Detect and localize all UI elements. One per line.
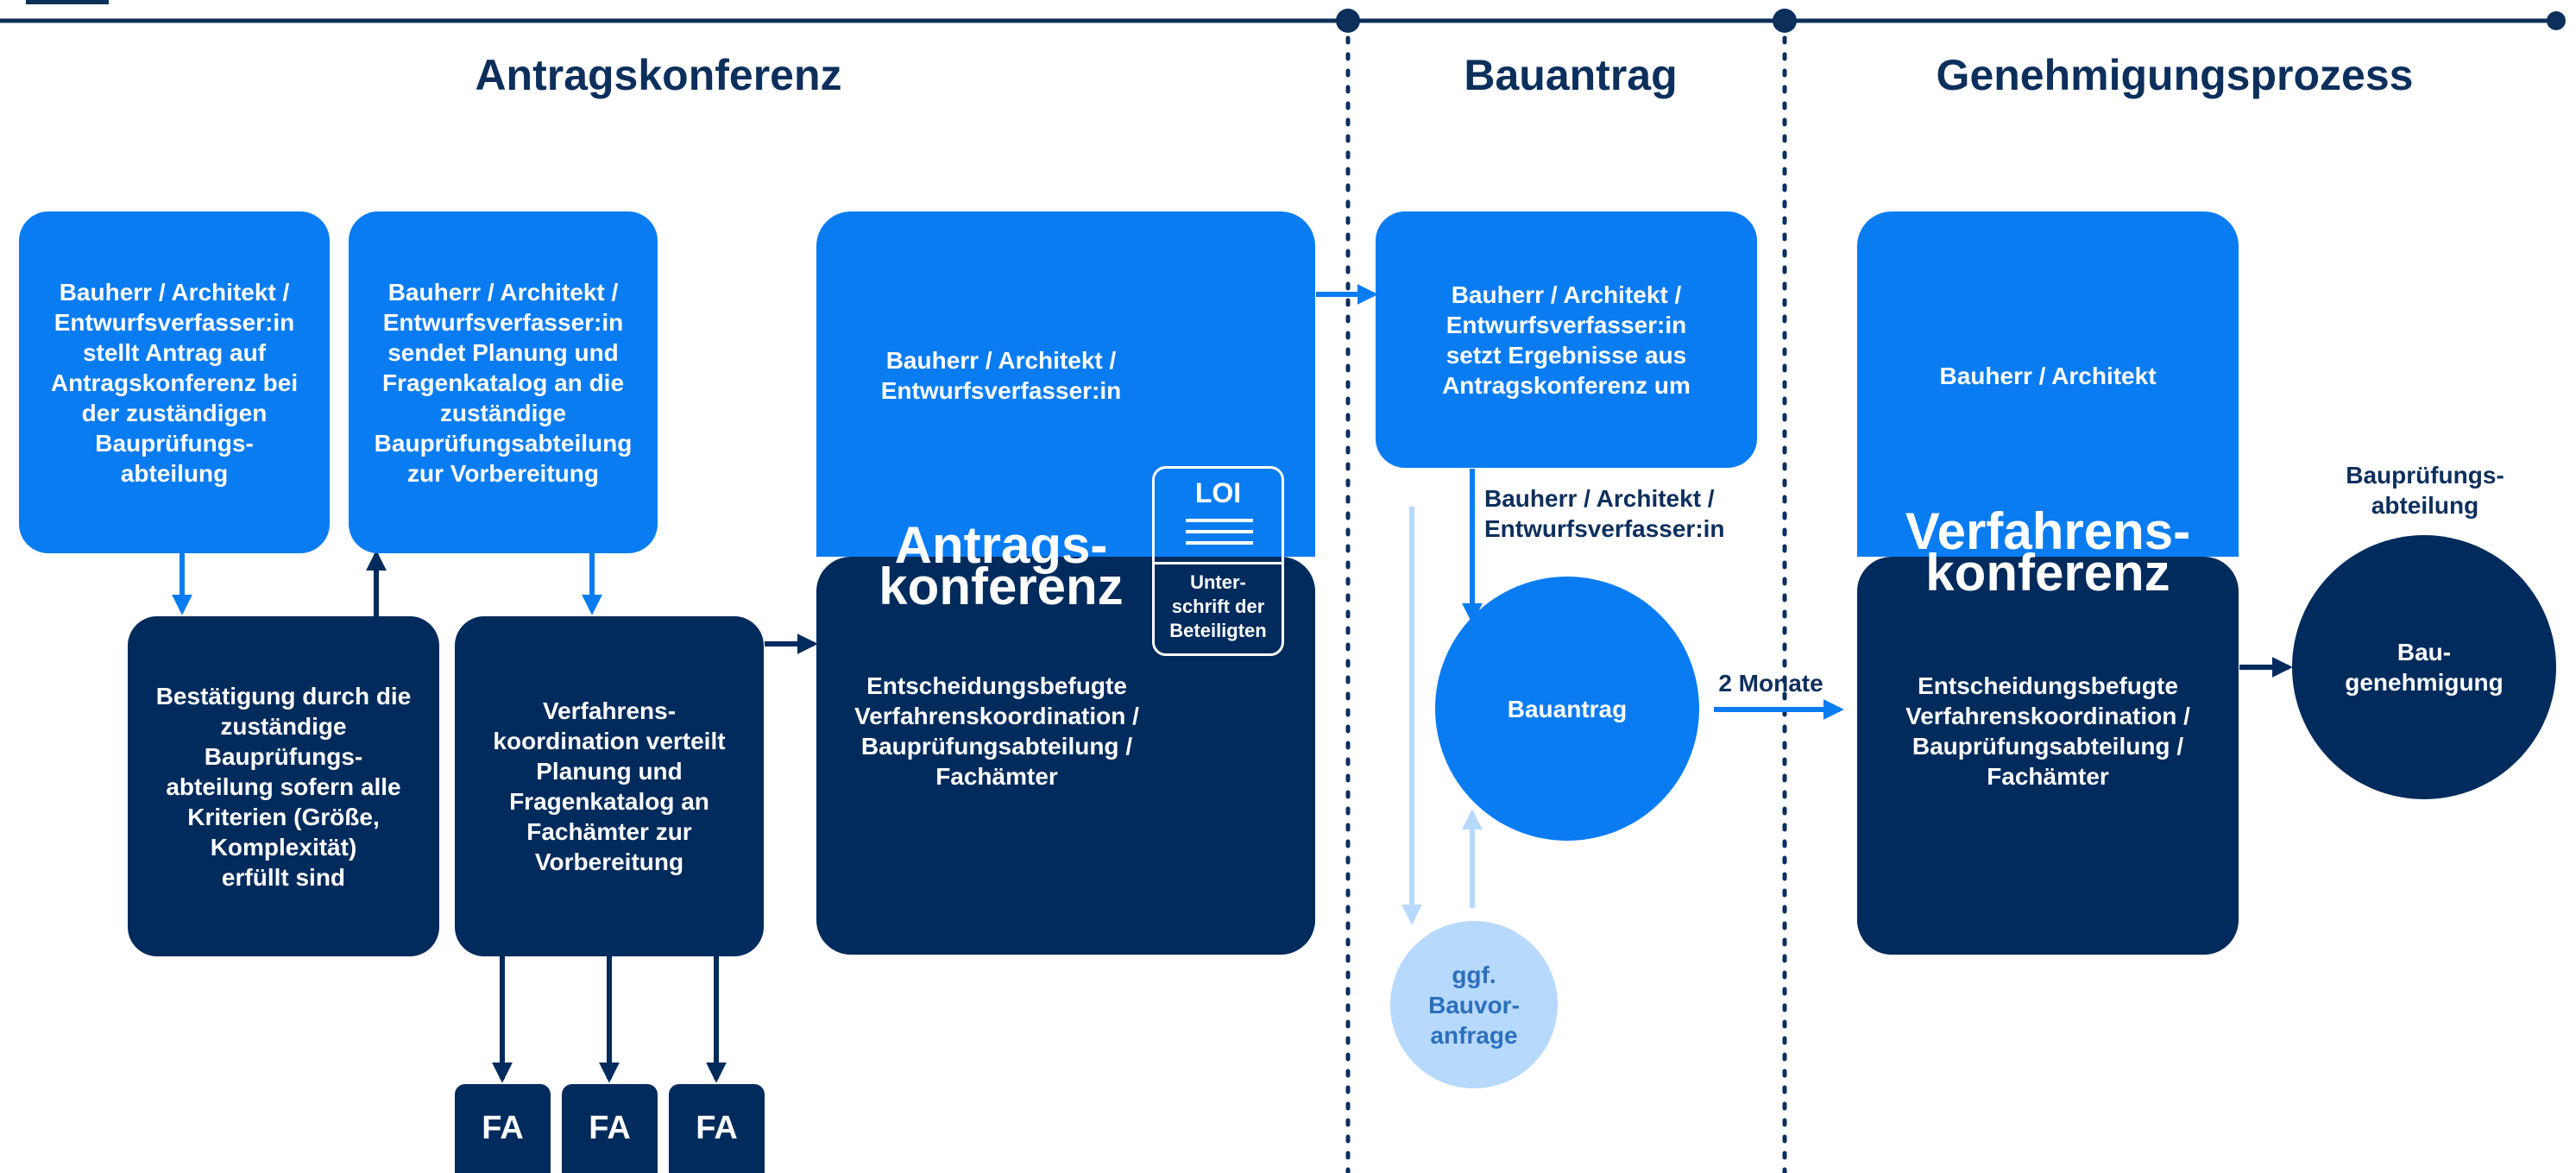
step-sendet-planung: Bauherr / Architekt / Entwurfsverfasser:… [349, 211, 658, 553]
step-stellt-antrag: Bauherr / Architekt / Entwurfsverfasser:… [19, 211, 330, 553]
timeline-node-end [2547, 11, 2566, 30]
antragskonferenz-top [816, 211, 1315, 557]
phase-heading-bauantrag: Bauantrag [1464, 51, 1678, 99]
verfahrenskonferenz-deciders: Entscheidungsbefugte Verfahrenskoordinat… [1905, 672, 2190, 790]
antragskonferenz-bottom [816, 557, 1315, 955]
document-lines-icon [1186, 519, 1253, 545]
timeline-node-2 [1773, 9, 1797, 33]
verfahrenskonferenz-participants: Bauherr / Architekt [1939, 363, 2157, 389]
verfahrenskonferenz-block [1857, 211, 2239, 955]
loi-caption: Unter- schrift der Beteiligten [1169, 571, 1267, 641]
duration-label: 2 Monate [1718, 670, 1823, 697]
loi-title: LOI [1194, 477, 1242, 508]
phase-heading-genehmigungsprozess: Genehmigungsprozess [1936, 51, 2414, 99]
bauantrag-arrow-label: Bauherr / Architekt / Entwurfsverfasser:… [1484, 485, 1725, 542]
baugenehmigung-circle: Bau- genehmigung [2292, 535, 2556, 799]
phase-heading-antragskonferenz: Antragskonferenz [475, 51, 842, 99]
fa-box-2: FA [562, 1084, 658, 1173]
verfahrenskonferenz-bottom [1857, 557, 2239, 955]
fa-box-1: FA [455, 1084, 551, 1173]
loi-divider [1155, 562, 1282, 564]
loi-card: LOI Unter- schrift der Beteiligten [1152, 466, 1284, 656]
verfahrenskonferenz-top [1857, 211, 2239, 557]
step-verfahrenskoordination: Verfahrens- koordination verteilt Planun… [455, 616, 764, 956]
bauprufungsabteilung-label: Bauprüfungs- abteilung [2346, 462, 2504, 519]
verfahrenskonferenz-title: Verfahrens- konferenz [1905, 502, 2191, 602]
step-bestaetigung: Bestätigung durch die zuständige Bauprüf… [128, 616, 439, 956]
timeline-node-1 [1336, 9, 1360, 33]
bauvoranfrage-circle: ggf. Bauvor- anfrage [1390, 921, 1558, 1088]
corner-tab [26, 0, 109, 4]
fa-box-3: FA [669, 1084, 765, 1173]
step-setzt-ergebnisse-um: Bauherr / Architekt / Entwurfsverfasser:… [1376, 211, 1757, 468]
antragskonferenz-title: Antrags- konferenz [879, 516, 1124, 615]
antragskonferenz-block [816, 211, 1315, 955]
bauantrag-circle: Bauantrag [1435, 577, 1699, 841]
antragskonferenz-deciders: Entscheidungsbefugte Verfahrenskoordinat… [854, 672, 1139, 790]
antragskonferenz-participants: Bauherr / Architekt / Entwurfsverfasser:… [880, 347, 1122, 404]
